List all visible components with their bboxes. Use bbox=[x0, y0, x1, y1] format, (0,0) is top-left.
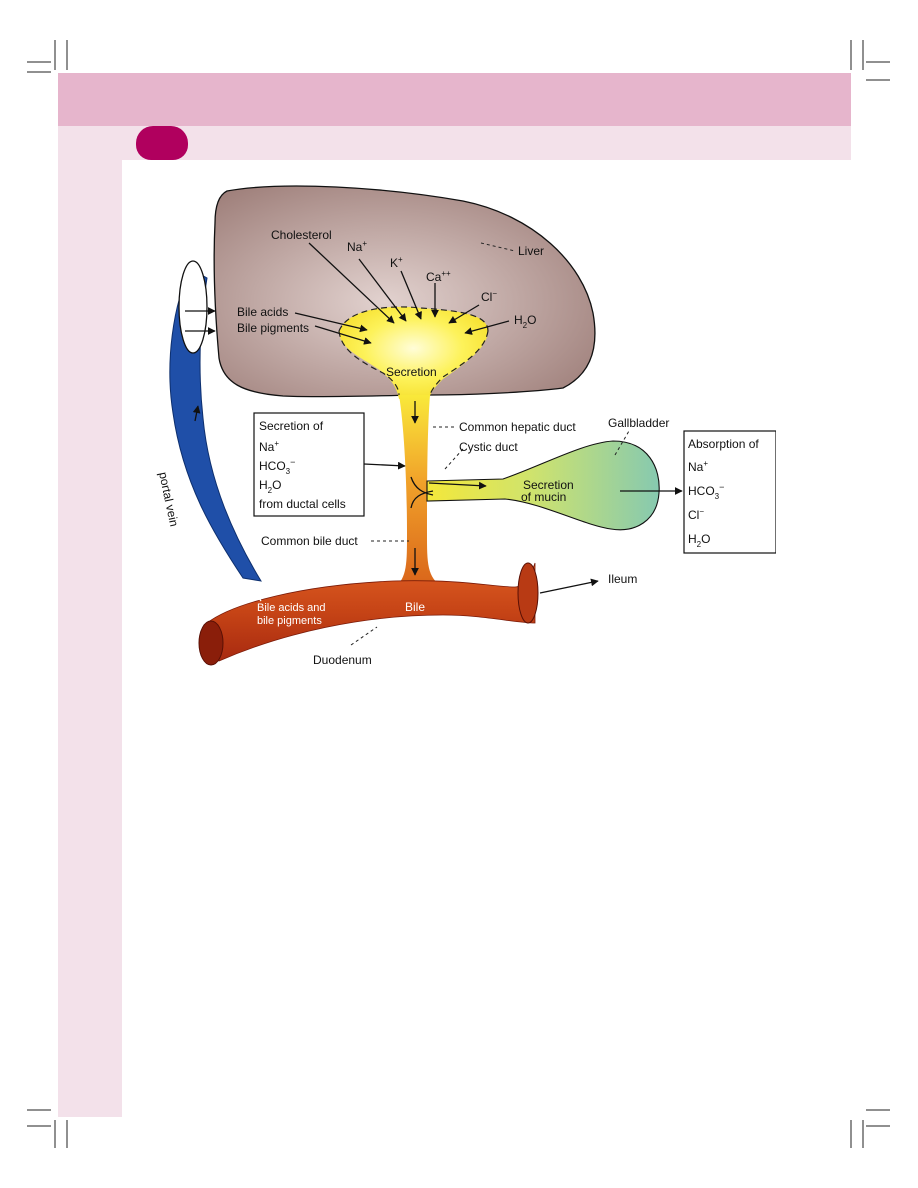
bile-acids-label: Bile acids bbox=[237, 305, 288, 319]
cystic-flow-arrow-2 bbox=[410, 490, 434, 509]
cystic-duct-label: Cystic duct bbox=[459, 440, 518, 454]
leader-lines bbox=[350, 242, 630, 646]
chapter-badge bbox=[136, 126, 188, 160]
secretion-boundary bbox=[338, 306, 489, 396]
bile-acids-pigments-line2: bile pigments bbox=[257, 615, 322, 627]
absorption-box-h2o: H2O bbox=[688, 532, 710, 549]
left-sidebar-strip bbox=[58, 160, 122, 1117]
ileum-label: Ileum bbox=[608, 572, 637, 586]
flow-arrows bbox=[192, 401, 683, 594]
common-bile-duct-label: Common bile duct bbox=[261, 534, 358, 548]
gallbladder-label: Gallbladder bbox=[608, 416, 669, 430]
absorption-box-cl: Cl− bbox=[688, 507, 704, 522]
ductal-box-na: Na+ bbox=[259, 439, 279, 454]
ductal-box-title: Secretion of bbox=[259, 419, 324, 433]
bile-acids-pigments-line1: Bile acids and bbox=[257, 602, 326, 614]
duodenum-label: Duodenum bbox=[313, 653, 372, 667]
duodenum-left-end bbox=[198, 620, 224, 666]
liver-shape bbox=[213, 185, 596, 398]
ductal-box-hco3: HCO3− bbox=[259, 457, 295, 476]
ductal-box-footer: from ductal cells bbox=[259, 497, 346, 511]
ductal-secretion-box bbox=[253, 412, 365, 517]
absorption-box-hco3: HCO3− bbox=[688, 482, 724, 501]
portal-inflow-arrows bbox=[185, 307, 216, 335]
secretion-area bbox=[339, 306, 488, 399]
absorption-box-title: Absorption of bbox=[688, 437, 759, 451]
bile-secretion-diagram: Liver Cholesterol Na+ K+ Ca++ Cl− H2O Bi… bbox=[143, 183, 777, 669]
liver-label: Liver bbox=[518, 244, 544, 258]
bile-pigments-label: Bile pigments bbox=[237, 321, 309, 335]
subheader-band bbox=[58, 126, 851, 160]
h2o-label: H2O bbox=[514, 313, 536, 330]
cholesterol-label: Cholesterol bbox=[271, 228, 332, 242]
portal-vein-label: portal vein bbox=[156, 471, 181, 528]
bile-duct bbox=[395, 395, 443, 587]
mucin-secretion-line2: of mucin bbox=[521, 490, 566, 504]
ion-arrows bbox=[294, 242, 510, 345]
k-label: K+ bbox=[390, 255, 403, 270]
mucin-secretion-line1: Secretion bbox=[523, 478, 574, 492]
cystic-duct bbox=[426, 440, 660, 531]
bile-label: Bile bbox=[405, 600, 425, 614]
cl-label: Cl− bbox=[481, 289, 497, 304]
bile-acids-return-arrow bbox=[246, 580, 262, 602]
common-hepatic-duct-label: Common hepatic duct bbox=[459, 420, 576, 434]
absorption-box-na: Na+ bbox=[688, 459, 708, 474]
cystic-flow-arrow bbox=[410, 476, 434, 496]
na-label: Na+ bbox=[347, 239, 367, 254]
duodenum-right-end bbox=[517, 562, 539, 624]
ductal-box-h2o: H2O bbox=[259, 478, 281, 495]
header-band bbox=[58, 73, 851, 126]
ca-label: Ca++ bbox=[426, 269, 451, 284]
secretion-label: Secretion bbox=[386, 365, 437, 379]
portal-vein-opening bbox=[178, 260, 208, 354]
